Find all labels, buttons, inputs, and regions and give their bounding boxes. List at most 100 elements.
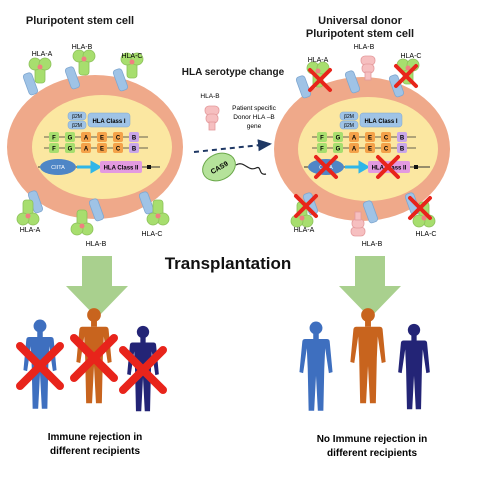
right-title-line2: Pluripotent stem cell bbox=[306, 28, 414, 40]
left-ciita-label: CIITA bbox=[51, 165, 65, 171]
right-gene-g-row2 bbox=[333, 143, 343, 153]
left-gene-f-row2 bbox=[49, 143, 59, 153]
cas9-enzyme: CAS9 bbox=[202, 152, 267, 182]
left-gene-label-f-row1: F bbox=[52, 136, 56, 142]
left-gene-label-e-row2: E bbox=[100, 147, 104, 153]
left-ciita-row: CIITA HLA Class II bbox=[38, 159, 160, 175]
left-ciita-gene bbox=[40, 159, 76, 175]
right-gene-f-row1 bbox=[317, 132, 327, 142]
right-gene-label-b-row2: B bbox=[400, 147, 405, 153]
right-person-navy bbox=[398, 323, 430, 410]
left-title: Pluripotent stem cell bbox=[26, 15, 134, 27]
transplantation-label: Transplantation bbox=[165, 254, 292, 273]
left-hla-a-top: HLA-A bbox=[22, 51, 53, 97]
left-gene-label-a-row1: A bbox=[84, 136, 89, 142]
right-hla-a-top: HLA-A bbox=[295, 57, 332, 100]
left-hla-c-top-label: HLA-C bbox=[121, 53, 142, 60]
process-arrow bbox=[193, 139, 272, 153]
left-gene-label-c-row1: C bbox=[116, 136, 121, 142]
left-gene-label-g-row2: G bbox=[68, 147, 73, 153]
right-hla-c-bottom: HLA-C bbox=[404, 191, 437, 238]
right-gene-e-row1 bbox=[365, 132, 375, 142]
left-class2-gene bbox=[100, 161, 142, 173]
right-gene-label-g-row2: G bbox=[336, 147, 341, 153]
left-gene-label-c-row2: C bbox=[116, 147, 121, 153]
right-hla-a-bottom-label: HLA-A bbox=[294, 227, 315, 234]
left-caption-line2: different recipients bbox=[50, 446, 140, 457]
right-gene-label-f-row2: F bbox=[320, 147, 324, 153]
right-gene-label-e-row1: E bbox=[368, 136, 372, 142]
right-gene-e-row2 bbox=[365, 143, 375, 153]
left-class1-label: HLA Class I bbox=[92, 119, 125, 125]
left-class2-label: HLA Class II bbox=[104, 166, 139, 172]
left-gene-label-f-row2: F bbox=[52, 147, 56, 153]
right-gene-a-row1 bbox=[349, 132, 359, 142]
right-gene-b-row1 bbox=[397, 132, 407, 142]
left-caption-line1: Immune rejection in bbox=[48, 432, 142, 443]
middle-panel: HLA serotype change HLA-B Patient specif… bbox=[165, 67, 292, 273]
hla-serotype-title: HLA serotype change bbox=[182, 67, 285, 78]
left-gene-b-row1 bbox=[129, 132, 139, 142]
right-gene-label-c-row2: C bbox=[384, 147, 389, 153]
right-gene-label-c-row1: C bbox=[384, 136, 389, 142]
right-gene-b-row2 bbox=[397, 143, 407, 153]
right-caption-line1: No Immune rejection in bbox=[317, 434, 428, 445]
left-ciita-arrow bbox=[77, 160, 103, 174]
right-gene-c-row2 bbox=[381, 143, 391, 153]
middle-hlab-molecule bbox=[204, 105, 220, 131]
right-gene-f-row2 bbox=[317, 143, 327, 153]
right-gene-class1: β2M β2M HLA Class I bbox=[339, 111, 403, 130]
right-gene-label-g-row1: G bbox=[336, 136, 341, 142]
right-b2m-label-2: β2M bbox=[344, 123, 354, 129]
left-gene-label-g-row1: G bbox=[68, 136, 73, 142]
left-gene-label-e-row1: E bbox=[100, 136, 104, 142]
left-gene-label-a-row2: A bbox=[84, 147, 89, 153]
left-gene-b-row2 bbox=[129, 143, 139, 153]
gene-text-line3: gene bbox=[247, 123, 262, 130]
right-down-arrow bbox=[339, 256, 401, 318]
left-hla-b-top-label: HLA-B bbox=[72, 44, 93, 51]
right-recipients bbox=[299, 308, 430, 411]
left-gene-g-row2 bbox=[65, 143, 75, 153]
left-gene-c-row1 bbox=[113, 132, 123, 142]
right-gene-c-row1 bbox=[381, 132, 391, 142]
left-b2m-label-2: β2M bbox=[72, 123, 82, 129]
right-panel: Universal donor Pluripotent stem cell HL… bbox=[274, 15, 450, 248]
right-hla-c-bottom-label: HLA-C bbox=[415, 231, 436, 238]
right-b2m-label-1: β2M bbox=[344, 114, 354, 120]
left-gene-c-row2 bbox=[113, 143, 123, 153]
left-gene-class1: β2M β2M HLA Class I bbox=[67, 111, 131, 130]
left-gene-label-b-row2: B bbox=[132, 147, 137, 153]
right-gene-label-e-row2: E bbox=[368, 147, 372, 153]
right-caption-line2: different recipients bbox=[327, 448, 417, 459]
right-hla-c-top: HLA-C bbox=[388, 53, 422, 99]
left-gene-f-row1 bbox=[49, 132, 59, 142]
left-gene-a-row2 bbox=[81, 143, 91, 153]
left-hla-b-bottom-label: HLA-B bbox=[86, 241, 107, 248]
left-recipients bbox=[20, 308, 163, 412]
right-class1-label: HLA Class I bbox=[364, 119, 397, 125]
gene-text-line1: Patient specific bbox=[232, 105, 276, 112]
guide-rna bbox=[235, 163, 267, 175]
left-hla-a-top-label: HLA-A bbox=[32, 51, 53, 58]
right-person-orange bbox=[350, 308, 386, 404]
left-hla-c-bottom: HLA-C bbox=[138, 190, 170, 238]
left-b2m-label-1: β2M bbox=[72, 114, 82, 120]
right-ciita-row: CIITA HLA Class II bbox=[304, 155, 430, 179]
right-gene-label-a-row1: A bbox=[352, 136, 357, 142]
right-gene-g-row1 bbox=[333, 132, 343, 142]
left-gene-e-row2 bbox=[97, 143, 107, 153]
right-hla-b-top: HLA-B bbox=[344, 44, 376, 95]
right-hla-b-bottom: HLA-B bbox=[350, 199, 383, 248]
right-gene-label-b-row1: B bbox=[400, 136, 405, 142]
left-hla-a-bottom: HLA-A bbox=[16, 189, 44, 234]
right-hla-c-top-label: HLA-C bbox=[400, 53, 421, 60]
right-hla-b-bottom-label: HLA-B bbox=[362, 241, 383, 248]
left-gene-e-row1 bbox=[97, 132, 107, 142]
left-hla-b-bottom: HLA-B bbox=[70, 197, 107, 248]
left-hla-c-bottom-label: HLA-C bbox=[141, 231, 162, 238]
middle-hlab-label: HLA-B bbox=[200, 93, 219, 100]
